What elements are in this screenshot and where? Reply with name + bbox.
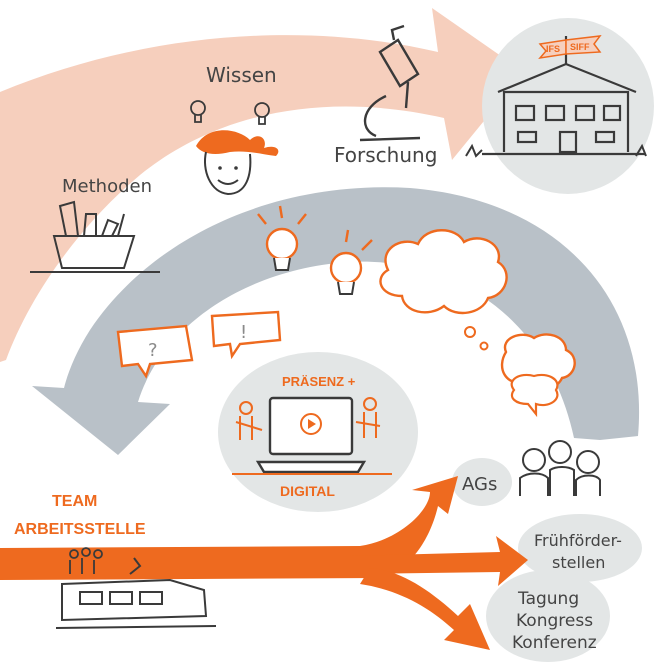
question-bubble-icon bbox=[116, 324, 194, 379]
team-people-icon bbox=[69, 547, 103, 574]
flag-left bbox=[538, 39, 567, 60]
label-team: TEAM bbox=[52, 493, 97, 510]
label-kongress: Kongress bbox=[516, 611, 593, 631]
lightbulb-icon bbox=[257, 205, 307, 271]
orange-arrows bbox=[0, 476, 528, 650]
flag-right bbox=[565, 35, 602, 55]
label-fruehfoerder-1: Frühförder- bbox=[534, 531, 622, 550]
lightbulb-icon bbox=[329, 229, 373, 295]
exclamation-bubble-icon bbox=[210, 310, 282, 360]
thought-cloud-icon bbox=[379, 229, 508, 315]
question-mark: ? bbox=[148, 340, 158, 361]
thought-dot bbox=[464, 326, 476, 338]
grass-left bbox=[465, 143, 483, 158]
grass-right bbox=[635, 143, 647, 157]
toolbox-icon bbox=[30, 200, 160, 273]
peach-arrow bbox=[0, 8, 524, 362]
label-methoden: Methoden bbox=[62, 176, 152, 197]
speech-bubble-icon bbox=[510, 373, 559, 418]
label-praesenz: PRÄSENZ + bbox=[282, 374, 356, 389]
flag-right-label: SIFF bbox=[570, 42, 590, 52]
label-fruehfoerder-2: stellen bbox=[552, 553, 605, 572]
label-arbeitsstelle: ARBEITSSTELLE bbox=[14, 521, 146, 538]
play-triangle-icon bbox=[308, 419, 316, 429]
label-forschung: Forschung bbox=[334, 143, 437, 167]
school-building-icon bbox=[482, 36, 645, 156]
group-people-icon bbox=[519, 440, 601, 496]
school-disc bbox=[482, 18, 654, 194]
microscope-icon bbox=[359, 24, 421, 142]
thought-dot bbox=[479, 341, 489, 351]
label-tagung: Tagung bbox=[517, 589, 579, 609]
tagung-disc bbox=[486, 570, 610, 662]
label-digital: DIGITAL bbox=[280, 483, 335, 499]
person-icon bbox=[235, 397, 381, 440]
train-icon bbox=[55, 557, 217, 629]
label-ags: AGs bbox=[462, 474, 497, 495]
thinking-person-icon bbox=[196, 130, 279, 196]
exclamation-mark: ! bbox=[240, 322, 247, 343]
flag-left-label: IFS bbox=[546, 44, 560, 54]
label-wissen: Wissen bbox=[206, 63, 277, 87]
ags-disc bbox=[452, 458, 512, 506]
label-konferenz: Konferenz bbox=[512, 633, 597, 653]
fruehfoerder-disc bbox=[518, 514, 642, 582]
lightbulb-icon bbox=[190, 100, 270, 125]
